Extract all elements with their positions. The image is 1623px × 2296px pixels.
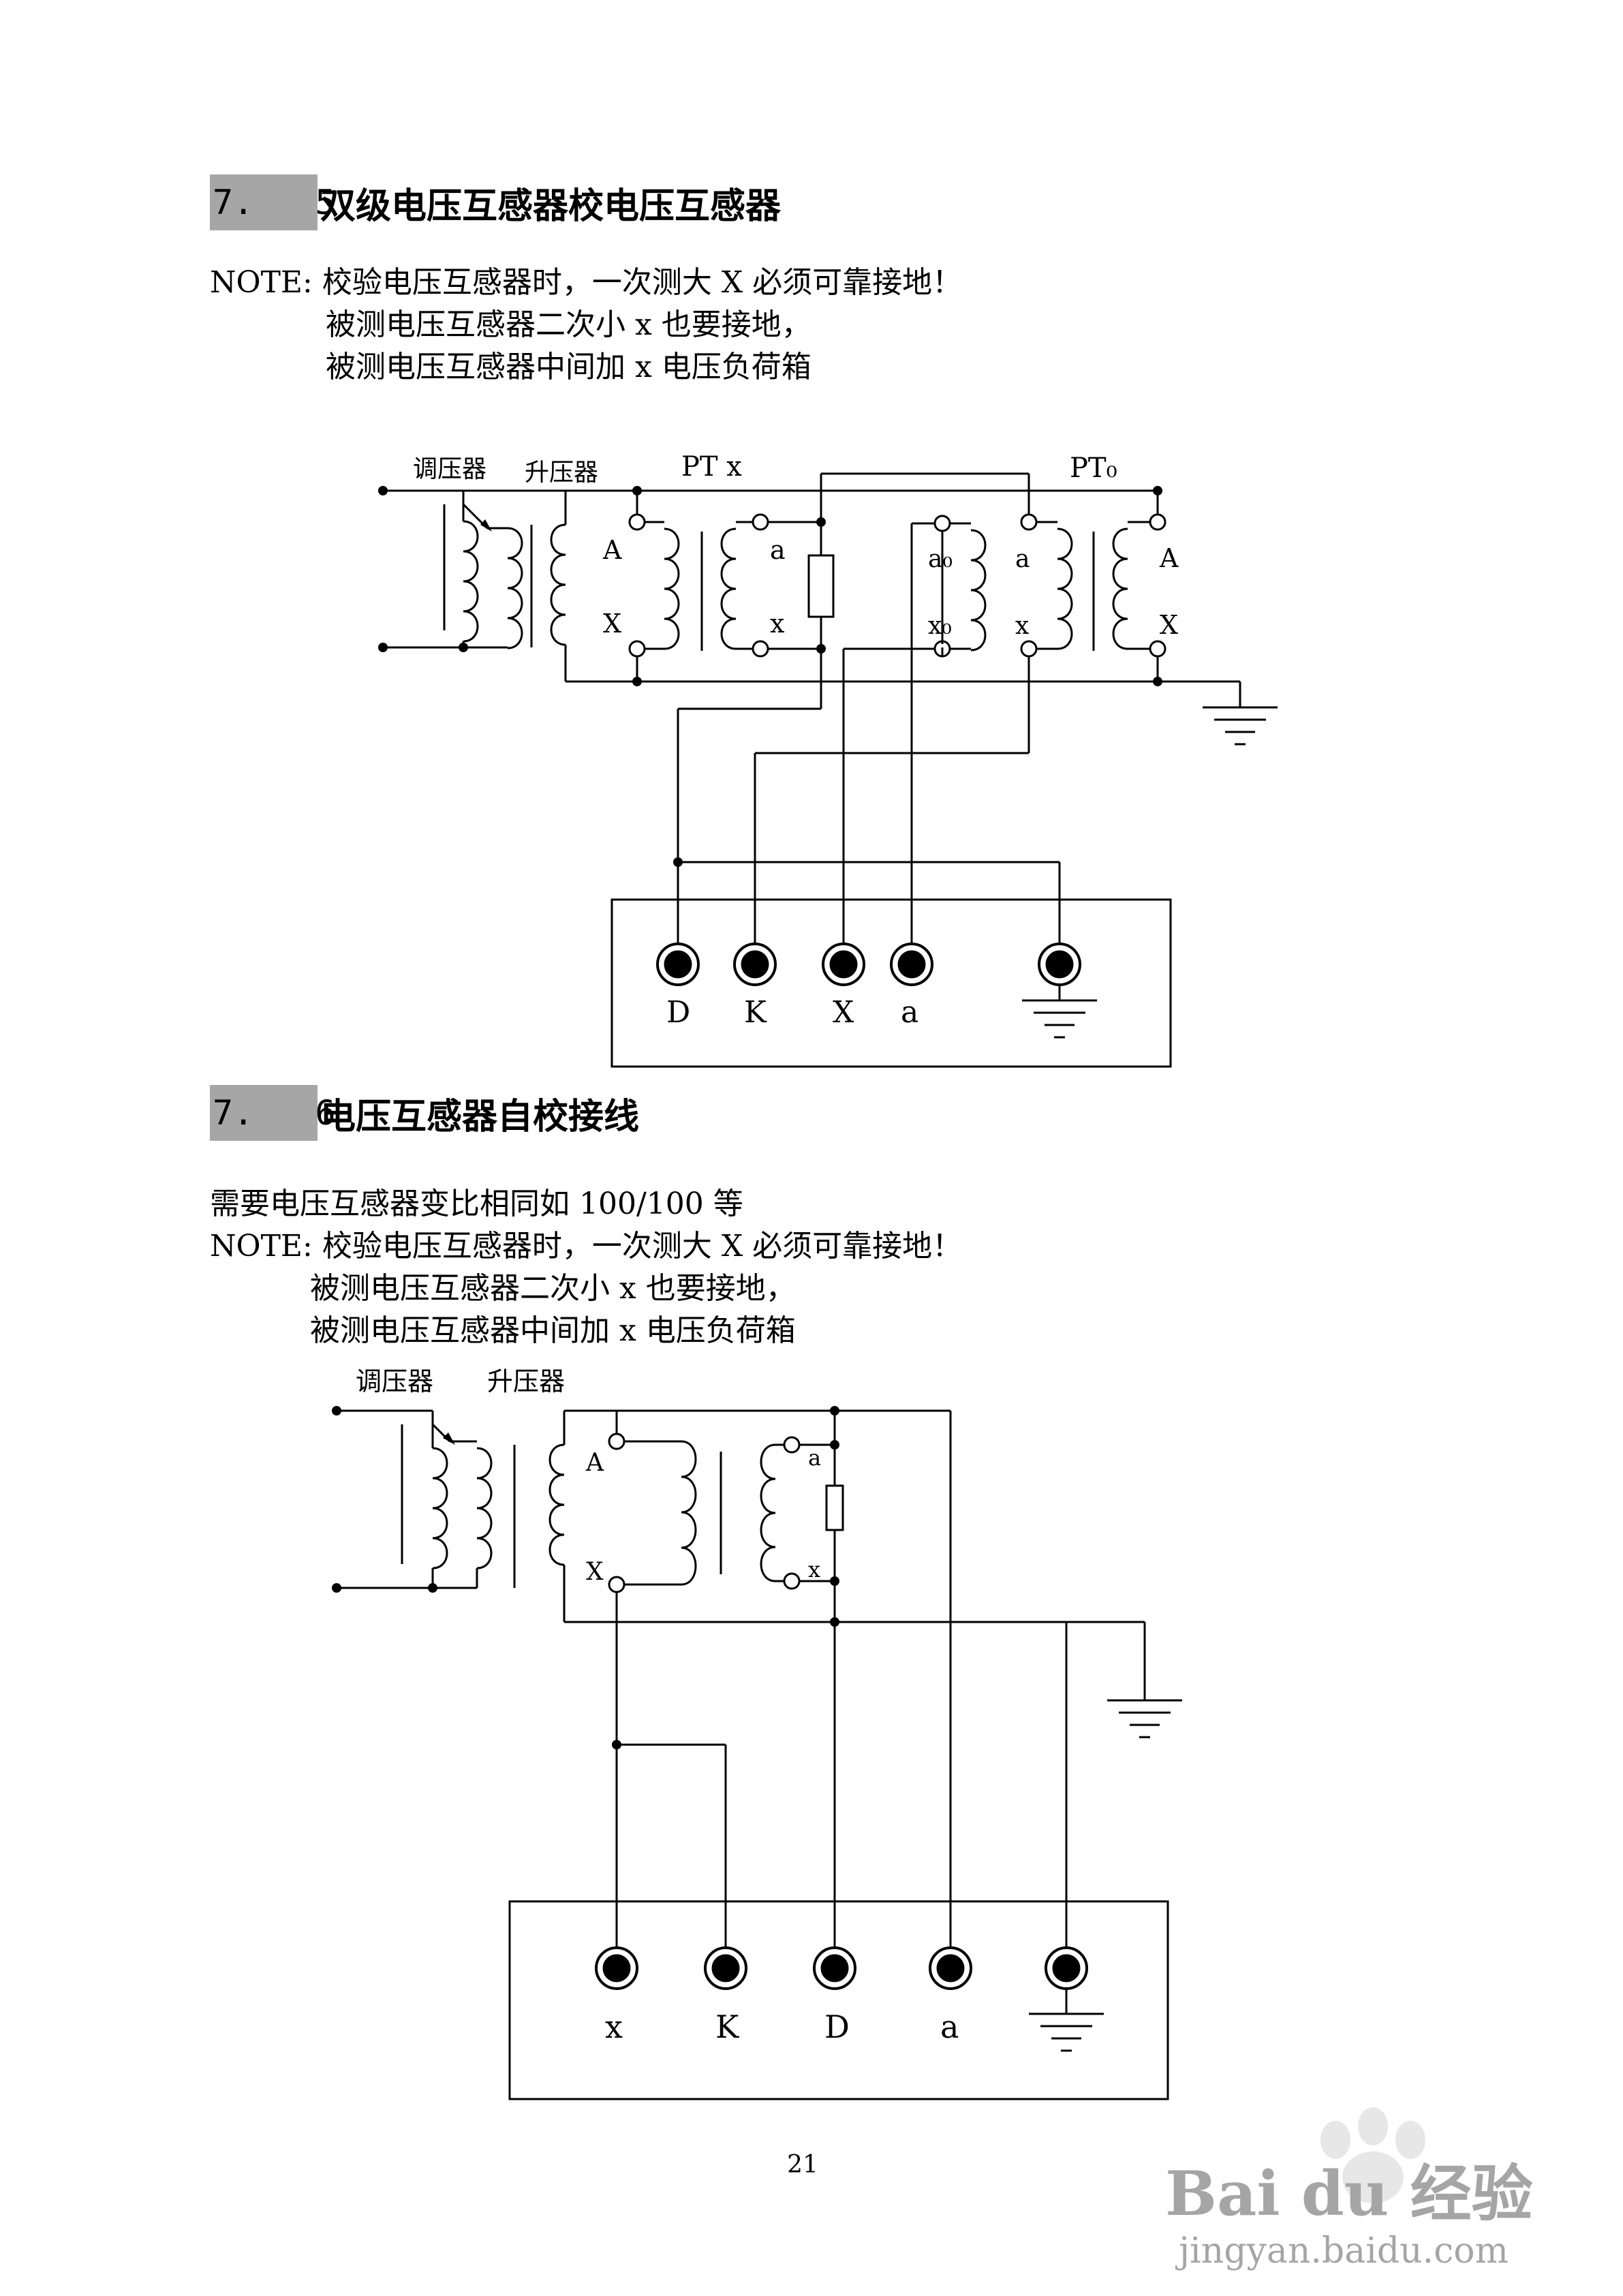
section-number: 7. 5 [210, 174, 336, 230]
coil-A1: A [602, 535, 622, 565]
terminal-K: K [744, 995, 767, 1030]
label-regulator: 调压器 [413, 455, 486, 483]
note-line-2: 被测电压互感器二次小 x 也要接地， [326, 307, 812, 342]
section-title: 电压互感器自校接线 [320, 1096, 640, 1137]
note-line-3: 被测电压互感器中间加 x 电压负荷箱 [326, 350, 812, 384]
label-booster: 升压器 [487, 1366, 565, 1396]
watermark: Bai du 经验 jingyan.baidu.com [1158, 2099, 1540, 2276]
tester-box [508, 1900, 1169, 2100]
note-line-3: 被测电压互感器中间加 x 电压负荷箱 [310, 1313, 796, 1348]
coil-a1: a [770, 535, 786, 565]
page-number: 21 [787, 2151, 818, 2179]
paw-icon [1320, 2107, 1425, 2203]
section-7-5-heading: 7. 5 双级电压互感器校电压互感器 [210, 174, 781, 230]
diagram-self-check: 调压器 升压器 A X [332, 1366, 1184, 2100]
coil-x: x [808, 1557, 820, 1582]
watermark-url: jingyan.baidu.com [1175, 2231, 1509, 2271]
terminal-x: x [605, 2008, 623, 2045]
coil-A2: A [1159, 543, 1179, 573]
ground-icon [1021, 999, 1098, 1039]
coil-A: A [585, 1449, 604, 1477]
diagram-dual-stage: 调压器 升压器 PT x PT₀ A X [378, 451, 1279, 1068]
ground-icon [1027, 2012, 1105, 2052]
tester-box [610, 898, 1172, 1068]
terminal-D: D [824, 2008, 850, 2045]
coil-a: a [808, 1445, 821, 1471]
intro-line: 需要电压互感器变比相同如 100/100 等 [210, 1187, 743, 1221]
terminal-D: D [666, 995, 690, 1030]
coil-X1: X [603, 609, 621, 639]
section-7-6-heading: 7. 6 电压互感器自校接线 [210, 1085, 639, 1141]
note-line-1: NOTE: 校验电压互感器时，一次测大 X 必须可靠接地！ [210, 1229, 963, 1264]
label-booster: 升压器 [525, 459, 598, 487]
terminal-K: K [715, 2008, 740, 2045]
label-regulator: 调压器 [356, 1366, 433, 1396]
coil-X: X [586, 1558, 604, 1586]
coil-a0: a₀ [928, 545, 953, 573]
section-title: 双级电压互感器校电压互感器 [320, 185, 782, 227]
terminal-a: a [940, 2008, 959, 2045]
terminal-a: a [901, 995, 918, 1030]
coil-x2: x [1015, 612, 1029, 640]
label-ptx: PT x [681, 451, 742, 483]
terminal-X: X [833, 995, 854, 1030]
coil-x0: x₀ [928, 612, 952, 640]
note-line-1: NOTE: 校验电压互感器时，一次测大 X 必须可靠接地！ [210, 265, 963, 300]
note-line-2: 被测电压互感器二次小 x 也要接地， [310, 1271, 796, 1306]
coil-x1: x [770, 609, 784, 639]
coil-X2: X [1160, 610, 1178, 640]
label-pt0: PT₀ [1070, 453, 1117, 484]
coil-a2: a [1015, 545, 1030, 573]
watermark-brand: Bai du 经验 [1165, 2158, 1533, 2230]
